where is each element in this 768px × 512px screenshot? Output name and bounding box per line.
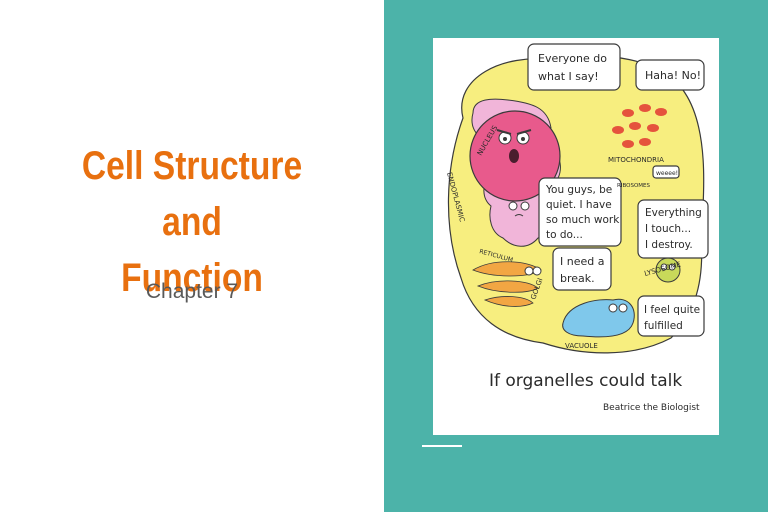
label-vacuole: VACUOLE [565, 342, 598, 350]
bubble-golgi-line-2: break. [560, 272, 595, 285]
bubble-nucleus [527, 43, 621, 91]
label-mitochondria: MITOCHONDRIA [608, 156, 664, 164]
bubble-golgi-line-1: I need a [560, 255, 604, 268]
bubble-mitochondria [635, 59, 705, 91]
bubble-vacuole-line-1: I feel quite [644, 304, 700, 316]
bubble-er-line-4: to do... [546, 229, 583, 241]
slide-title: Cell Structure and Function [56, 138, 328, 306]
slide-subtitle: Chapter 7 [145, 280, 239, 303]
bubble-mitochondria-text: Haha! No! [645, 69, 701, 82]
bubble-lysosome-line-1: Everything [645, 207, 702, 219]
bubble-lysosome-line-3: I destroy. [645, 239, 693, 251]
mitochondria-shapes [612, 104, 667, 148]
accent-rule [422, 445, 462, 447]
golgi-shape [472, 261, 542, 307]
label-ribosomes: RIBOSOMES [617, 183, 650, 189]
credit: Beatrice the Biologist [603, 403, 700, 413]
bubble-golgi [552, 247, 612, 291]
cartoon-card: Everyone do what I say! Haha! No! You gu… [433, 38, 719, 435]
bubble-er [538, 177, 622, 247]
slide-title-line-2: Function [121, 256, 263, 300]
bubble-vacuole-line-2: fulfilled [644, 320, 683, 332]
bubble-ribosomes [652, 165, 680, 179]
title-panel: Cell Structure and Function Chapter 7 [56, 138, 328, 306]
bubble-er-line-1: You guys, be [545, 184, 612, 196]
bubble-er-line-3: so much work [546, 214, 620, 226]
bubble-lysosome [637, 199, 709, 259]
bubble-vacuole [637, 295, 705, 337]
bubble-er-line-2: quiet. I have [546, 199, 612, 211]
bubble-nucleus-line-2: what I say! [538, 70, 599, 83]
bubble-ribosomes-text: weeee! [656, 170, 678, 177]
caption: If organelles could talk [489, 371, 682, 391]
bubble-lysosome-line-2: I touch... [645, 223, 691, 235]
organelles-illustration: Everyone do what I say! Haha! No! You gu… [445, 43, 709, 413]
bubble-nucleus-line-1: Everyone do [538, 52, 607, 65]
slide-title-line-1: Cell Structure and [81, 144, 303, 244]
